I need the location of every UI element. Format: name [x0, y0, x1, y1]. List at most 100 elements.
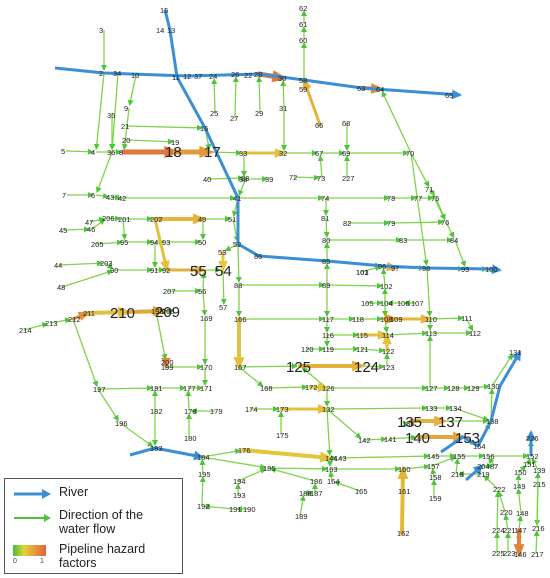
- node-label-15: 15: [160, 6, 168, 15]
- node-label-163: 163: [325, 465, 338, 474]
- node-label-8: 8: [119, 148, 123, 157]
- node-label-2: 2: [99, 69, 103, 78]
- pipe-segment: [93, 72, 105, 151]
- pipe-segment: [224, 243, 239, 252]
- node-label-170: 170: [200, 363, 213, 372]
- node-label-121: 121: [356, 345, 369, 354]
- node-label-101: 101: [356, 268, 369, 277]
- node-label-209: 209: [155, 304, 180, 321]
- node-label-27: 27: [230, 114, 238, 123]
- pipe-segment: [199, 458, 206, 475]
- pipe-segment: [391, 219, 445, 226]
- node-label-169: 169: [200, 314, 213, 323]
- pipe-segment: [533, 529, 540, 555]
- node-label-205: 205: [91, 240, 104, 249]
- river-layer: [54, 9, 536, 482]
- pipe-segment: [97, 388, 119, 422]
- node-label-40: 40: [203, 175, 211, 184]
- pipe-segment: [301, 367, 328, 389]
- node-label-208: 208: [162, 307, 175, 316]
- pipe-segment: [326, 408, 362, 439]
- pipe-segment: [454, 239, 466, 268]
- node-label-200: 200: [161, 358, 174, 367]
- pipe-segment: [203, 503, 235, 510]
- node-label-198: 198: [151, 307, 164, 316]
- node-label-166: 166: [234, 315, 247, 324]
- pipe-segment: [465, 317, 474, 332]
- node-label-173: 173: [276, 405, 289, 414]
- pipe-segment: [326, 282, 384, 289]
- node-label-64: 64: [376, 85, 384, 94]
- node-label-59: 59: [299, 85, 307, 94]
- hazard-gradient-swatch: [13, 545, 46, 556]
- hazard-arrow-layer: [71, 70, 525, 558]
- node-label-69: 69: [342, 149, 350, 158]
- node-label-77: 77: [414, 194, 422, 203]
- node-label-124: 124: [354, 359, 379, 376]
- node-label-98: 98: [422, 264, 430, 273]
- node-label-100: 100: [485, 265, 498, 274]
- hazard-arrow-icon: [117, 306, 132, 318]
- node-label-147: 147: [514, 526, 527, 535]
- pipe-segment: [360, 347, 386, 354]
- node-label-72: 72: [289, 173, 297, 182]
- pipe-segment: [531, 457, 539, 471]
- node-label-135: 135: [397, 414, 422, 431]
- node-label-93: 93: [162, 238, 170, 247]
- node-label-41: 41: [233, 194, 241, 203]
- pipe-segment: [72, 318, 99, 388]
- pipe-segment: [454, 457, 461, 475]
- pipe-segment: [326, 408, 333, 457]
- node-label-225: 225: [492, 549, 505, 558]
- pipe-segment: [299, 494, 306, 517]
- node-label-31: 31: [279, 104, 287, 113]
- node-label-96: 96: [378, 262, 386, 271]
- pipe-segment: [125, 124, 204, 131]
- pipe-segment: [232, 75, 239, 119]
- pipe-segment: [534, 471, 541, 529]
- pipe-segment: [338, 453, 431, 460]
- node-label-195: 195: [198, 470, 211, 479]
- hazard-arrow-icon: [164, 145, 180, 159]
- node-label-141: 141: [384, 435, 397, 444]
- node-label-156: 156: [482, 452, 495, 461]
- node-label-218: 218: [451, 470, 464, 479]
- node-label-122: 122: [382, 347, 395, 356]
- node-label-94: 94: [150, 238, 158, 247]
- node-label-52: 52: [233, 240, 241, 249]
- node-label-178: 178: [184, 407, 197, 416]
- hazard-arrow-icon: [513, 544, 525, 558]
- node-label-103: 103: [356, 268, 369, 277]
- node-label-30: 30: [278, 74, 286, 83]
- node-label-17: 17: [204, 144, 221, 161]
- pipe-segment: [201, 290, 208, 317]
- node-label-97: 97: [391, 264, 399, 273]
- node-label-63: 63: [357, 84, 365, 93]
- pipe-segment: [220, 269, 227, 306]
- node-label-28: 28: [254, 70, 262, 79]
- node-label-117: 117: [322, 315, 334, 324]
- node-label-5: 5: [61, 147, 65, 156]
- pipe-segment: [518, 465, 527, 473]
- node-label-84: 84: [450, 236, 458, 245]
- node-label-108: 108: [380, 315, 393, 324]
- node-label-136: 136: [402, 419, 415, 428]
- node-label-203: 203: [100, 259, 113, 268]
- node-label-22: 22: [244, 71, 252, 80]
- node-label-140: 140: [405, 430, 430, 447]
- node-label-214: 214: [19, 326, 32, 335]
- node-label-165: 165: [355, 487, 368, 496]
- node-label-154: 154: [473, 442, 486, 451]
- node-label-86: 86: [254, 252, 262, 261]
- hazard-arrow-icon: [193, 213, 207, 225]
- node-label-11: 11: [172, 73, 180, 82]
- node-label-43: 43: [106, 193, 114, 202]
- node-label-223: 223: [503, 549, 516, 558]
- pipe-segment: [491, 353, 513, 387]
- node-label-216: 216: [532, 524, 545, 533]
- legend-river-label: River: [59, 485, 89, 499]
- pipe-segment: [121, 218, 128, 241]
- node-label-66: 66: [315, 121, 323, 130]
- node-label-19: 19: [171, 138, 179, 147]
- node-label-172: 172: [305, 383, 318, 392]
